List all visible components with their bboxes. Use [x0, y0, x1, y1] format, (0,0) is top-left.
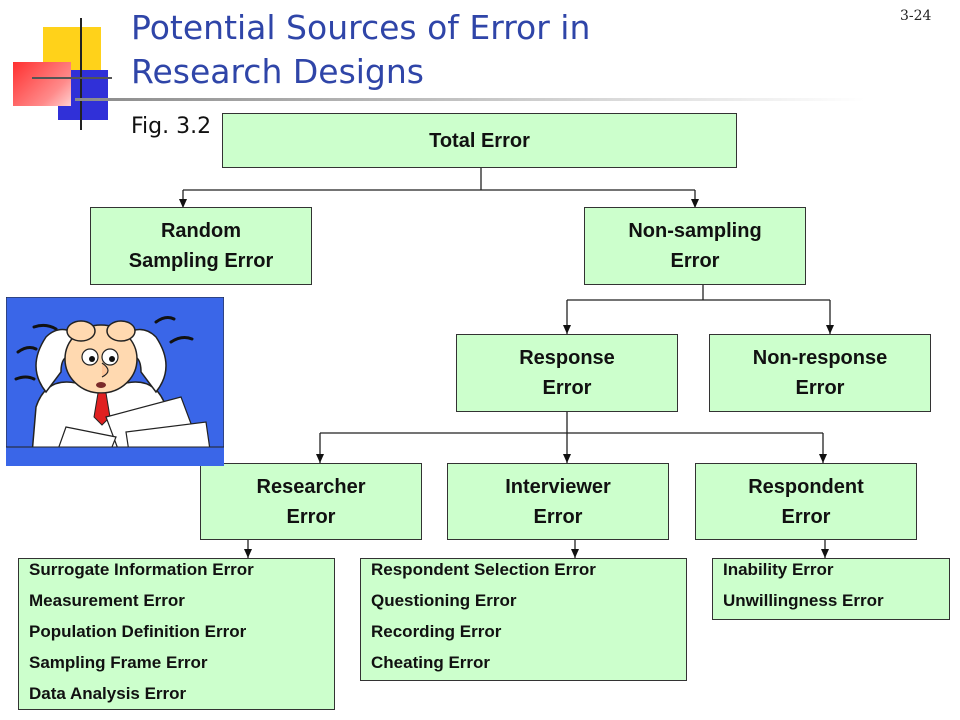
respondent-line1: Respondent [748, 475, 864, 498]
researcher-line2: Error [286, 505, 336, 528]
slide-title-line1: Potential Sources of Error in [131, 8, 591, 47]
response-line1: Response [519, 347, 615, 369]
non-response-line1: Non-response [752, 347, 888, 369]
researcher-errors-list: Surrogate Information Error Measurement … [18, 558, 335, 710]
researcher-error-box: Researcher Error [200, 463, 422, 540]
list-item: Unwillingness Error [723, 591, 884, 610]
list-item: Recording Error [371, 622, 502, 641]
non-sampling-error-box: Non-sampling Error [584, 207, 806, 285]
list-item: Inability Error [723, 560, 834, 579]
non-response-error-box: Non-response Error [709, 334, 931, 412]
researcher-line1: Researcher [256, 475, 366, 498]
non-response-line2: Error [795, 377, 845, 399]
list-item: Measurement Error [29, 591, 185, 610]
respondent-error-box: Respondent Error [695, 463, 917, 540]
non-sampling-line1: Non-sampling [628, 220, 762, 242]
response-line2: Error [542, 377, 592, 399]
list-item: Questioning Error [371, 591, 517, 610]
interviewer-line1: Interviewer [505, 475, 611, 498]
total-error-box: Total Error [222, 113, 737, 168]
total-error-label: Total Error [429, 129, 530, 152]
figure-label: Fig. 3.2 [131, 114, 212, 139]
interviewer-errors-list: Respondent Selection Error Questioning E… [360, 558, 687, 681]
random-sampling-line1: Random [160, 220, 241, 242]
decorative-red-square [13, 62, 71, 106]
slide-title-line2: Research Designs [131, 52, 424, 91]
slide-title: Potential Sources of Error in Research D… [131, 6, 751, 94]
respondent-line2: Error [781, 505, 831, 528]
list-item: Cheating Error [371, 653, 491, 672]
random-sampling-error-box: Random Sampling Error [90, 207, 312, 285]
respondent-errors-list: Inability Error Unwillingness Error [712, 558, 950, 620]
response-error-box: Response Error [456, 334, 678, 412]
random-sampling-line2: Sampling Error [128, 250, 274, 272]
interviewer-line2: Error [533, 505, 583, 528]
stressed-man-clipart [6, 297, 224, 466]
list-item: Data Analysis Error [29, 684, 187, 703]
list-item: Population Definition Error [29, 622, 247, 641]
slide-number: 3-24 [900, 8, 932, 24]
decorative-horizontal-line [32, 77, 112, 79]
list-item: Respondent Selection Error [371, 560, 596, 579]
title-underline [75, 98, 865, 101]
interviewer-error-box: Interviewer Error [447, 463, 669, 540]
list-item: Surrogate Information Error [29, 560, 254, 579]
decorative-vertical-line [80, 18, 82, 130]
non-sampling-line2: Error [670, 250, 720, 272]
list-item: Sampling Frame Error [29, 653, 208, 672]
